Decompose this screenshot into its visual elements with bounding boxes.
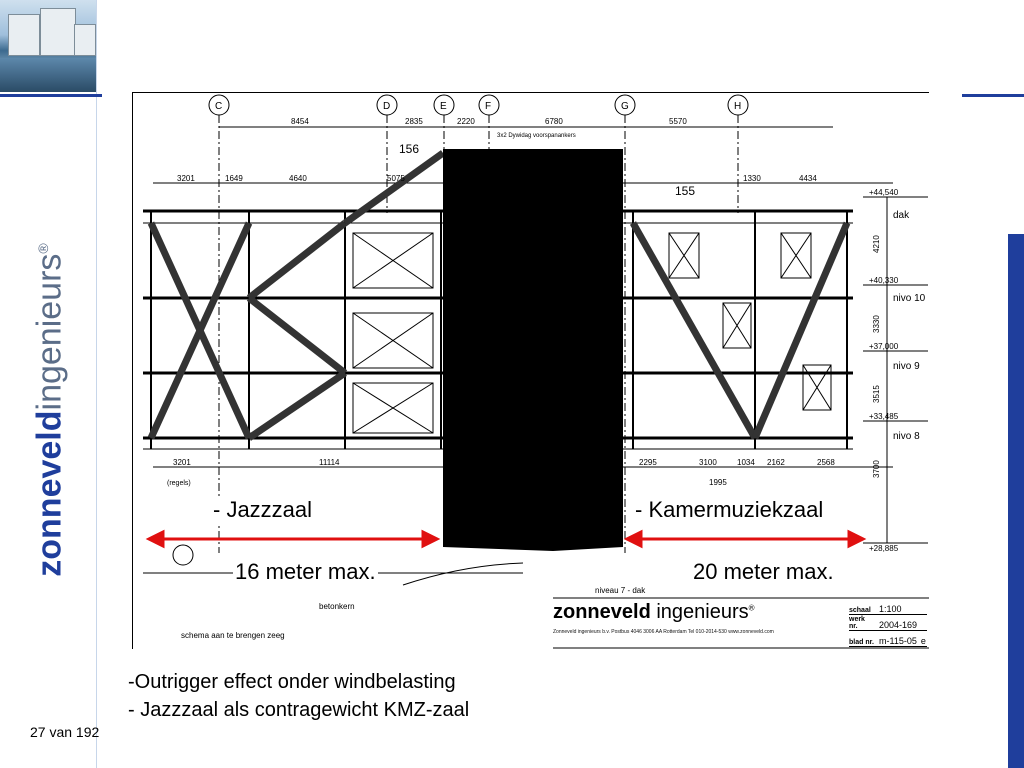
dimension-label: 1034 xyxy=(737,458,755,467)
accent-stripe xyxy=(1008,234,1024,768)
schema-note: schema aan te brengen zeeg xyxy=(181,631,285,640)
project-key: werk nr. xyxy=(849,616,865,630)
dimension-label: 3201 xyxy=(173,458,191,467)
dimension-label: 8454 xyxy=(291,117,309,126)
brand-logo: zonneveldingenieurs® xyxy=(31,243,70,576)
scale-value: 1:100 xyxy=(879,604,902,614)
building-photo xyxy=(0,0,96,92)
right-hall-label: - Kamermuziekzaal xyxy=(633,497,826,523)
dimension-label: 3201 xyxy=(177,174,195,183)
dimension-label: 5075 xyxy=(387,174,405,183)
level-dimension: 3515 xyxy=(872,385,881,403)
structural-drawing: C D E F G H 8454 2835 2220 6780 5570 320… xyxy=(132,92,929,649)
project-number: 2004-169 xyxy=(879,620,918,630)
dimension-label: 11114 xyxy=(319,458,340,467)
header-rule-left xyxy=(0,94,102,97)
level-name: nivo 9 xyxy=(893,361,920,372)
brand-main: zonneveld xyxy=(30,410,69,577)
redaction-block xyxy=(443,149,623,551)
radius-label: 155 xyxy=(675,184,695,198)
grid-axis-label: D xyxy=(383,101,390,112)
titleblock-logo: zonneveld ingenieurs® xyxy=(553,601,755,624)
level-value: +40,330 xyxy=(869,276,899,285)
dimension-label: 3100 xyxy=(699,458,717,467)
dimension-label: 1330 xyxy=(743,174,761,183)
dimension-label: 5570 xyxy=(669,117,687,126)
level-name: nivo 8 xyxy=(893,431,920,442)
left-span-label: 16 meter max. xyxy=(233,559,378,585)
header-rule-right xyxy=(962,94,1024,97)
caption-line-1: -Outrigger effect onder windbelasting xyxy=(128,671,456,693)
dimension-label: 1649 xyxy=(225,174,243,183)
level-dimension: 4210 xyxy=(872,235,881,253)
revision: e xyxy=(920,636,926,646)
titleblock-fields: schaal 1:100 werk nr. 2004-169 blad nr. m-1… xyxy=(849,599,927,647)
left-hall-label: - Jazzzaal xyxy=(211,497,315,523)
level-value: +28,885 xyxy=(869,544,899,553)
titleblock-logo-main: zonneveld xyxy=(553,601,651,623)
level-note: niveau 7 - dak xyxy=(595,586,646,595)
dimension-label: 2835 xyxy=(405,117,423,126)
dimension-label: 6780 xyxy=(545,117,563,126)
regels-note: (regels) xyxy=(167,480,191,487)
caption-line-2: - Jazzzaal als contragewicht KMZ-zaal xyxy=(128,699,470,721)
titleblock-reg: ® xyxy=(748,603,755,613)
grid-axis-label: F xyxy=(485,101,491,112)
level-name: dak xyxy=(893,210,910,221)
radius-label: 156 xyxy=(399,142,419,156)
betonkern-label: betonkern xyxy=(319,602,355,611)
drawing-key: blad nr. xyxy=(849,639,874,646)
slide-caption: -Outrigger effect onder windbelasting - … xyxy=(128,668,469,724)
grid-axis-label: H xyxy=(734,101,741,112)
level-dimension: 3330 xyxy=(872,315,881,333)
dimension-label: 4640 xyxy=(289,174,307,183)
level-value: +33,485 xyxy=(869,412,899,421)
dimension-label: 4434 xyxy=(799,174,817,183)
level-value: +37,000 xyxy=(869,342,899,351)
drawing-number: m-115-05 xyxy=(879,636,917,646)
level-name: nivo 10 xyxy=(893,293,926,304)
right-span-label: 20 meter max. xyxy=(691,559,836,585)
dimension-label: 1995 xyxy=(709,478,727,487)
prestress-note: 3x2 Dywidag voorspanankers xyxy=(497,133,576,139)
column-divider xyxy=(96,0,97,768)
dimension-label: 2162 xyxy=(767,458,785,467)
brand-sub: ingenieurs xyxy=(30,253,69,411)
dimension-label: 2220 xyxy=(457,117,475,126)
level-dimension: 3700 xyxy=(872,460,881,478)
level-value: +44,540 xyxy=(869,188,899,197)
dimension-label: 2295 xyxy=(639,458,657,467)
grid-axis-label: E xyxy=(440,101,447,112)
dimension-label: 2568 xyxy=(817,458,835,467)
scale-key: schaal xyxy=(849,607,871,614)
brand-reg: ® xyxy=(35,243,52,254)
grid-axis-label: C xyxy=(215,101,222,112)
titleblock-logo-sub: ingenieurs xyxy=(656,601,749,623)
page-number: 27 van 192 xyxy=(30,724,100,740)
titleblock-address: Zonneveld ingenieurs b.v. Postbus 4046 3… xyxy=(553,629,774,635)
title-block: zonneveld ingenieurs® Zonneveld ingenieu… xyxy=(553,599,927,647)
grid-axis-label: G xyxy=(621,101,629,112)
